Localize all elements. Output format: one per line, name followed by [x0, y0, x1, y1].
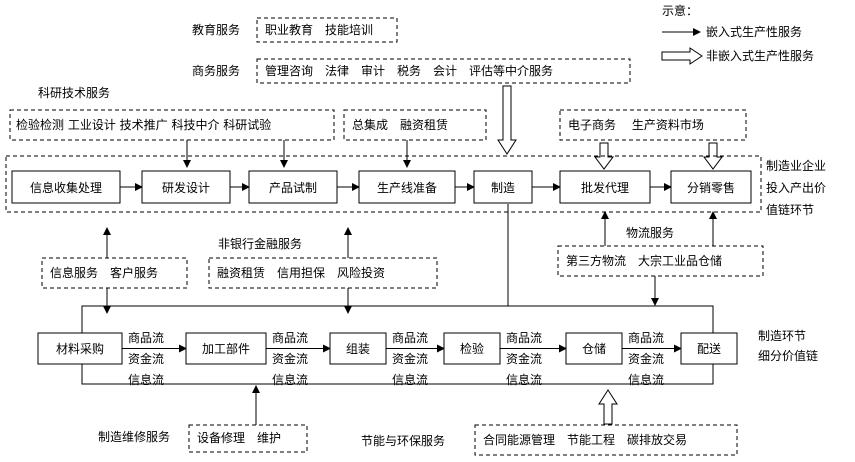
manufacturing-stage-box: [37, 332, 123, 365]
info-service-box: [41, 257, 188, 289]
value-chain-stage-box: [559, 170, 651, 204]
energy-service-content: 合同能源管理 节能工程 碳排放交易: [483, 432, 687, 447]
value-chain-stage-box: [358, 170, 456, 204]
manufacturing-stage-label: 加工部件: [202, 341, 250, 356]
education-service-content: 职业教育 技能培训: [265, 22, 373, 37]
value-chain-label-line-2: 投入产出价: [766, 180, 826, 195]
value-chain-stage-label: 生产线准备: [377, 181, 437, 195]
flow-label: 商品流: [128, 330, 164, 345]
maintenance-service-label: 制造维修服务: [98, 429, 170, 444]
education-service-box: [256, 17, 398, 43]
value-chain-stage-box: [248, 170, 338, 204]
manufacturing-label-line-2: 细分价值链: [758, 348, 818, 363]
flow-label: 信息流: [392, 372, 428, 387]
logistics-service-label: 物流服务: [626, 225, 674, 240]
manufacturing-stage-box: [329, 332, 387, 365]
logistics-service-content: 第三方物流 大宗工业品仓储: [566, 253, 722, 268]
value-chain-row: 信息收集处理 研发设计 产品试制 生产线准备 制造 批发代理 分销零售: [11, 170, 752, 204]
research-service-content: 检验检测 工业设计 技术推广 科技中介 科研试验: [16, 117, 271, 132]
finance-service-label: 非银行金融服务: [218, 236, 302, 251]
value-chain-label-line-1: 制造业企业: [766, 158, 826, 173]
integration-service-box: [343, 109, 487, 141]
flow-label: 信息流: [272, 372, 308, 387]
energy-to-chain-hollow-arrow: [598, 389, 618, 425]
manufacturing-stage-box: [565, 332, 623, 365]
flow-label: 资金流: [506, 351, 542, 366]
business-service-box: [256, 58, 631, 84]
flow-label: 商品流: [392, 330, 428, 345]
legend-non-embedded-label: 非嵌入式生产性服务: [706, 48, 814, 63]
flow-label: 资金流: [392, 351, 428, 366]
integration-service-content: 总集成 融资租赁: [352, 117, 448, 132]
flow-label: 信息流: [128, 372, 164, 387]
education-service-label: 教育服务: [192, 22, 240, 37]
flow-label: 信息流: [506, 372, 542, 387]
value-chain-stage-label: 信息收集处理: [30, 180, 102, 195]
commerce-service-box: [559, 109, 747, 141]
legend-title: 示意：: [662, 3, 698, 18]
energy-service-box: [474, 424, 738, 456]
commerce-service-content: 电子商务 生产资料市场: [568, 117, 704, 132]
value-chain-stage-label: 研发设计: [162, 180, 210, 195]
legend-non-embedded-arrow: [661, 47, 703, 65]
manufacturing-stage-label: 配送: [697, 341, 721, 356]
research-service-label: 科研技术服务: [38, 85, 110, 100]
flow-label: 资金流: [128, 351, 164, 366]
value-chain-stage-label: 产品试制: [269, 180, 317, 195]
logistics-service-box: [557, 245, 764, 277]
manufacturing-stage-label: 检验: [460, 341, 484, 356]
flow-label: 信息流: [628, 372, 664, 387]
flow-label: 资金流: [272, 351, 308, 366]
maintenance-service-box: [188, 424, 308, 453]
maintenance-service-content: 设备修理 维护: [197, 430, 281, 445]
manufacturing-stage-label: 材料采购: [56, 341, 104, 356]
value-chain-stage-label: 批发代理: [581, 180, 629, 195]
finance-service-content: 融资租赁 信用担保 风险投资: [217, 265, 385, 280]
value-chain-stage-label: 制造: [491, 181, 515, 195]
flow-label: 资金流: [628, 351, 664, 366]
value-chain-stage-box: [473, 170, 533, 204]
manufacturing-stage-label: 组装: [346, 342, 370, 356]
value-chain-stage-box: [670, 170, 752, 204]
business-service-label: 商务服务: [192, 63, 240, 78]
business-to-manufacture-hollow-arrow: [497, 85, 517, 155]
legend-embedded-label: 嵌入式生产性服务: [706, 24, 802, 39]
energy-service-label: 节能与环保服务: [361, 433, 445, 448]
flow-label: 商品流: [628, 330, 664, 345]
manufacturing-stage-box: [185, 332, 267, 365]
info-service-content: 信息服务 客户服务: [50, 265, 158, 280]
value-chain-label-line-3: 值链环节: [766, 202, 814, 217]
value-chain-stage-label: 分销零售: [687, 180, 735, 195]
finance-service-box: [208, 257, 438, 289]
flow-label: 商品流: [272, 330, 308, 345]
flow-label: 商品流: [506, 330, 542, 345]
business-service-content: 管理咨询 法律 审计 税务 会计 评估等中介服务: [265, 63, 553, 78]
manufacturing-stage-box: [680, 332, 738, 365]
manufacturing-stage-label: 仓储: [582, 341, 606, 356]
manufacturing-stage-box: [443, 332, 501, 365]
manufacturing-label-line-1: 制造环节: [758, 329, 806, 343]
value-chain-stage-box: [11, 170, 121, 204]
research-service-box: [9, 109, 335, 141]
